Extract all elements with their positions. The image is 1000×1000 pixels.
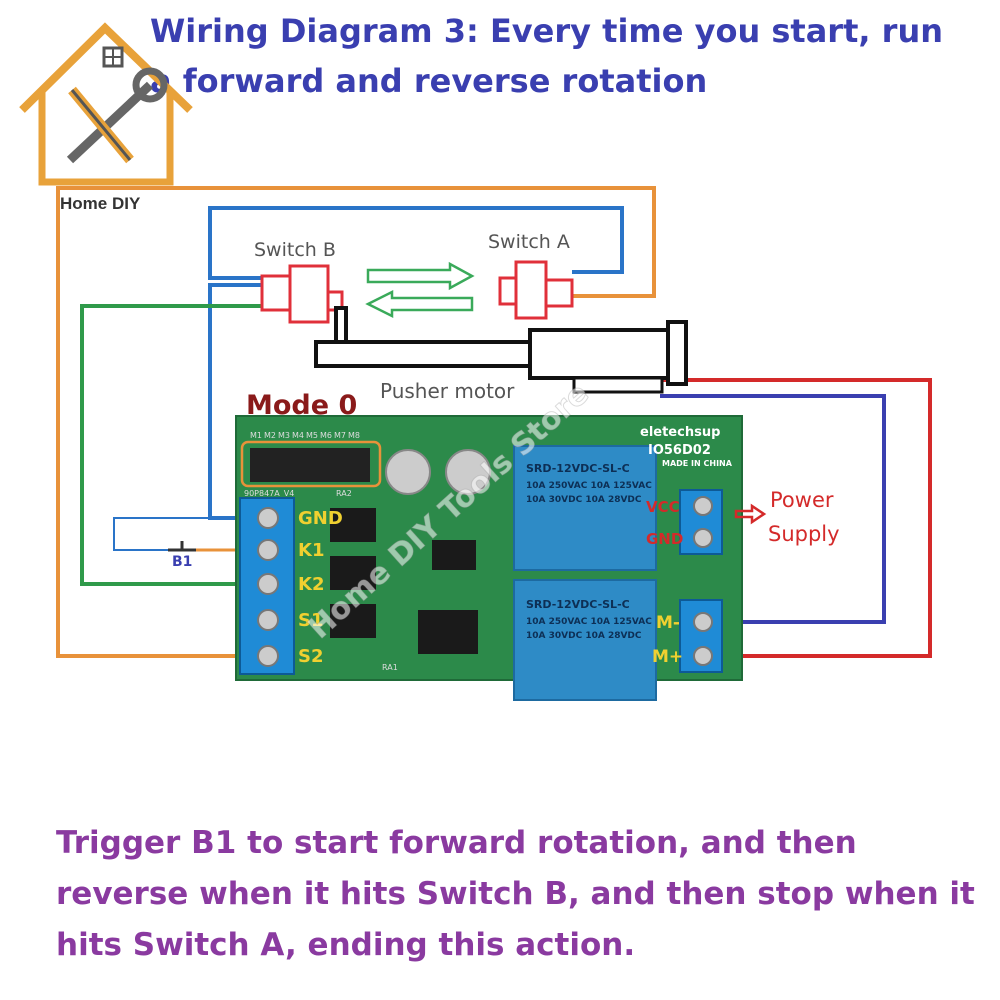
switch-b-label: Switch B xyxy=(254,239,336,261)
terminal-s1-label: S1 xyxy=(298,610,324,631)
header-pin-m5: M5 xyxy=(306,431,318,440)
power-arrow-icon xyxy=(734,503,767,525)
mode-label: Mode 0 xyxy=(246,390,357,421)
terminal-k2-label: K2 xyxy=(298,574,324,595)
wire-red-mplus xyxy=(660,378,932,658)
header-code: 90P847A_V4 xyxy=(244,489,294,498)
logo-text: Home DIY xyxy=(60,194,141,213)
wire-blue-top xyxy=(208,206,624,280)
switch-a-label: Switch A xyxy=(488,231,570,253)
relay-2-rating-b: 10A 30VDC 10A 28VDC xyxy=(526,631,642,641)
terminal-gnd-label: GND xyxy=(298,508,343,529)
b1-button-icon xyxy=(168,541,196,552)
wire-navy-mminus xyxy=(660,394,886,624)
terminal-vcc-label: VCC xyxy=(646,498,680,516)
board-brand: eletechsup xyxy=(640,425,720,440)
terminal-mplus-label: M+ xyxy=(652,647,683,667)
wire-orange-s2 xyxy=(56,186,656,658)
caption-text: Trigger B1 to start forward rotation, an… xyxy=(56,825,975,963)
terminal-s2-label: S2 xyxy=(298,646,324,667)
header-pin-m8: M8 xyxy=(348,431,360,440)
board-made-in: MADE IN CHINA xyxy=(662,459,733,468)
switch-b-icon xyxy=(260,264,344,324)
relay-1-rating-b: 10A 30VDC 10A 28VDC xyxy=(526,495,642,505)
terminal-gnd2-label: GND xyxy=(646,530,683,548)
b1-label: B1 xyxy=(172,554,192,570)
pusher-motor-icon xyxy=(314,306,688,394)
header-pin-m1: M1 xyxy=(250,431,262,440)
relay-2-rating-a: 10A 250VAC 10A 125VAC xyxy=(526,617,652,627)
power-label-line1: Power xyxy=(770,488,834,512)
board-model: IO56D02 xyxy=(648,443,711,458)
ra2-label: RA2 xyxy=(336,489,352,498)
relay-1-rating-a: 10A 250VAC 10A 125VAC xyxy=(526,481,652,491)
pusher-motor-label: Pusher motor xyxy=(380,379,515,403)
header-pin-m4: M4 xyxy=(292,431,304,440)
header-pin-m6: M6 xyxy=(320,431,332,440)
control-board: M1 M2 M3 M4 M5 M6 M7 M8 90P847A_V4 RA2 R… xyxy=(235,415,743,701)
header-pin-m7: M7 xyxy=(334,431,346,440)
header-pin-m2: M2 xyxy=(264,431,276,440)
relay-1-model: SRD-12VDC-SL-C xyxy=(526,462,630,475)
switch-a-icon xyxy=(498,260,574,320)
diagram-title: Wiring Diagram 3: Every time you start, … xyxy=(150,12,944,100)
header-pin-m3: M3 xyxy=(278,431,290,440)
house-wrench-icon xyxy=(19,22,193,186)
wire-green-k2 xyxy=(80,304,268,586)
terminal-mminus-label: M- xyxy=(656,613,680,633)
terminal-k1-label: K1 xyxy=(298,540,324,561)
wire-b1-gnd xyxy=(113,517,268,551)
direction-arrows-icon xyxy=(365,261,475,319)
relay-2-model: SRD-12VDC-SL-C xyxy=(526,598,630,611)
power-label-line2: Supply xyxy=(768,522,840,546)
ra1-label: RA1 xyxy=(382,663,398,672)
